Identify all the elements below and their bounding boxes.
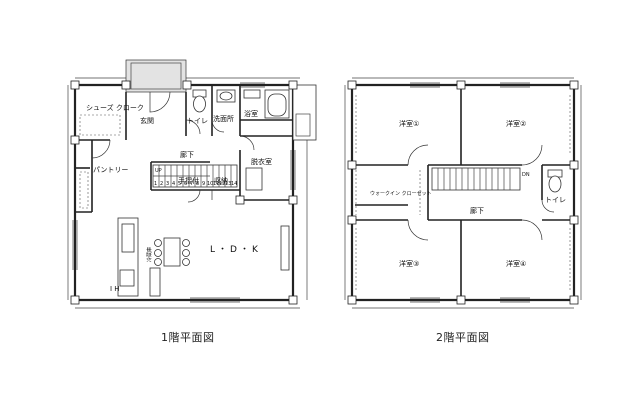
floor1-caption: 1階平面図: [161, 331, 215, 344]
stair-step: 11: [213, 181, 219, 187]
storage-label: 収納: [214, 176, 228, 185]
floor2-plan: 洋室① 洋室② 洋室③ 洋室④ ウォークイン クローゼット 廊下 トイレ DN: [344, 77, 582, 309]
room2-label: 洋室②: [506, 119, 526, 128]
stair-step: 2: [160, 181, 163, 187]
floor2-toilet-label: トイレ: [545, 196, 566, 204]
fridge-label: 冷蔵庫: [146, 247, 153, 262]
stair-step: 9: [202, 181, 205, 187]
stair-step: 5: [178, 181, 181, 187]
dining-table: [163, 237, 181, 267]
pantry-label: パントリー: [93, 166, 128, 174]
bathtub: [267, 93, 287, 117]
floor1-stair-numbers: 1 2 3 4 5 6 7 8 9 10 11 12 13 14: [154, 181, 237, 187]
floor2-windows: [410, 82, 530, 303]
floor1-plan: シューズ クローク 玄関 トイレ 洗面所 浴室 廊下 パントリー 手摺付 収納 …: [67, 59, 317, 309]
floor1-interior-walls: [75, 85, 293, 213]
floor1-bay: [292, 84, 317, 141]
walkin-closet-label: ウォークイン クローゼット: [370, 190, 432, 197]
stair-step: 14: [231, 181, 237, 187]
floor2-interior-walls: [352, 85, 574, 300]
bath-label: 浴室: [244, 109, 258, 118]
floor2-toilet-bowl: [548, 175, 562, 193]
floor1-hallway-label: 廊下: [180, 150, 194, 159]
entrance-porch: [125, 59, 187, 93]
floor1-windows: [72, 82, 296, 303]
handrail-label: 手摺付: [178, 176, 199, 185]
floor1-toilet-bowl: [193, 95, 206, 113]
stair-step: 13: [225, 181, 231, 187]
stair-step: 10: [207, 181, 213, 187]
room3-label: 洋室③: [399, 259, 419, 268]
floor1-stairs: [152, 164, 238, 188]
washbasin: [219, 91, 233, 101]
stair-step: 1: [154, 181, 157, 187]
stair-step: 4: [172, 181, 175, 187]
ldk-label: L・D・K: [210, 245, 261, 255]
entrance-label: 玄関: [140, 116, 154, 125]
stair-step: 3: [166, 181, 169, 187]
room1-label: 洋室①: [399, 119, 419, 128]
floor1-fixtures: [79, 89, 290, 297]
ih-label: I H: [110, 285, 120, 293]
floor1-up-label: UP: [155, 168, 162, 174]
dressing-room-label: 脱衣室: [251, 157, 272, 166]
floor1-columns: [70, 80, 298, 305]
stair-step: 8: [196, 181, 199, 187]
floor2-doors: [407, 144, 555, 241]
stair-step: 12: [219, 181, 225, 187]
floor2-dimension-ticks: [344, 77, 582, 309]
floor2-closet-shelves: [355, 95, 571, 290]
stair-step: 7: [190, 181, 193, 187]
washer: [245, 167, 263, 191]
floor1-doors: [91, 91, 255, 203]
washroom-label: 洗面所: [213, 114, 234, 123]
floor2-caption: 2階平面図: [436, 331, 490, 344]
stair-step: 6: [184, 181, 187, 187]
floor1-toilet-label: トイレ: [187, 117, 208, 125]
room4-label: 洋室④: [506, 259, 526, 268]
floor2-hallway-label: 廊下: [470, 206, 484, 215]
floor2-down-label: DN: [522, 172, 530, 178]
tv-board: [280, 225, 290, 271]
shoes-cloak-label: シューズ クローク: [86, 103, 144, 112]
floor2-stairs: [431, 167, 521, 191]
fridge-box: [149, 267, 161, 297]
floor2-columns: [347, 80, 579, 305]
